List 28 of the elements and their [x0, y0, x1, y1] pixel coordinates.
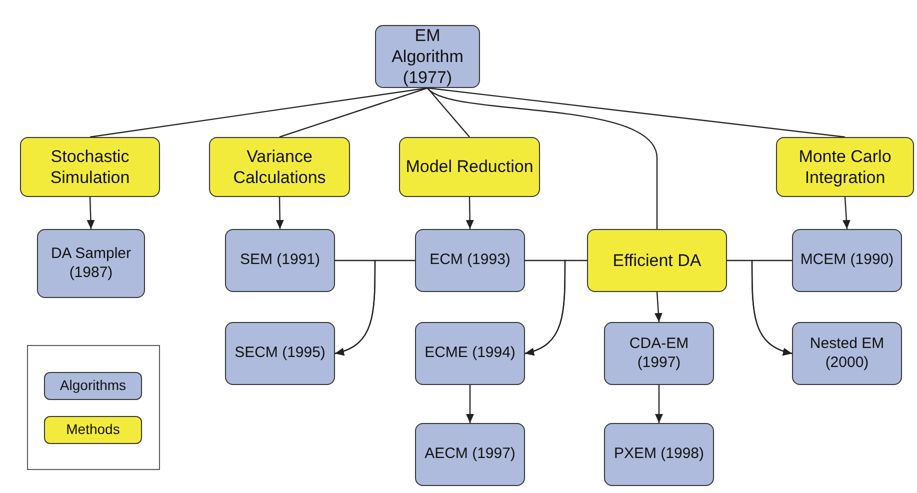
connector-arrow: [466, 196, 474, 230]
algorithm-box: PXEM (1998): [604, 423, 714, 486]
connector-arrow: [86, 196, 95, 230]
algorithm-box: CDA-EM (1997): [604, 322, 714, 385]
algorithm-box: SEM (1991): [225, 229, 335, 292]
algorithm-box: DA Sampler (1987): [37, 229, 145, 298]
algorithm-box: ECME (1994): [415, 322, 525, 385]
connector-arrow: [276, 196, 284, 230]
method-box: Monte Carlo Integration: [776, 137, 914, 197]
connector-arrow: [654, 292, 662, 322]
connector-arrow: [466, 385, 474, 423]
algorithm-box: EM Algorithm (1977): [375, 25, 480, 88]
connector-arrow: [751, 260, 792, 355]
algorithm-box: Nested EM (2000): [792, 322, 902, 385]
method-box: Efficient DA: [587, 229, 727, 292]
algorithm-box: MCEM (1990): [792, 229, 902, 292]
connector-arrow: [655, 385, 663, 423]
connector-arrow: [334, 260, 415, 355]
legend-swatch: Methods: [44, 416, 142, 444]
legend-swatch: Algorithms: [44, 372, 142, 400]
method-box: Stochastic Simulation: [20, 137, 160, 197]
algorithm-box: SECM (1995): [225, 322, 335, 385]
algorithm-box: AECM (1997): [415, 423, 525, 486]
connector-arrow: [842, 196, 850, 230]
algorithm-box: ECM (1993): [415, 229, 525, 292]
connector-arrow: [524, 260, 587, 355]
method-box: Variance Calculations: [209, 137, 350, 197]
method-box: Model Reduction: [399, 137, 540, 197]
